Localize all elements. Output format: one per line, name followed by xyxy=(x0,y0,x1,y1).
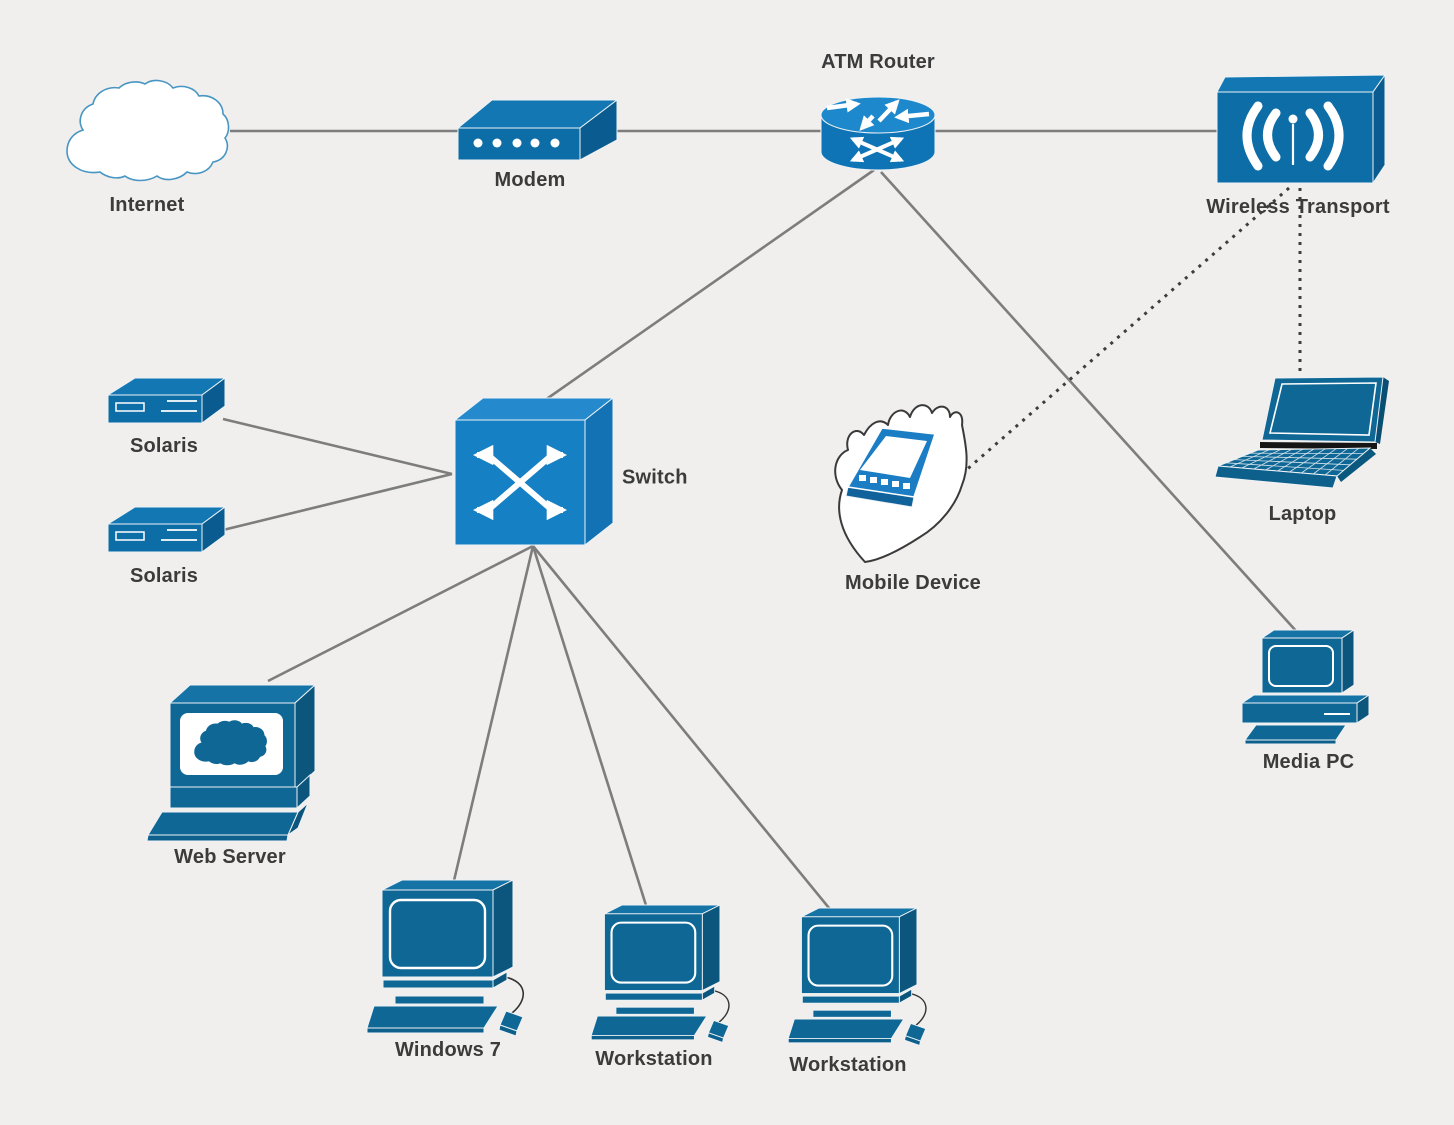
server-box-icon xyxy=(106,377,227,424)
node-wireless-transport[interactable]: Wireless Transport xyxy=(1206,62,1390,218)
desktop-computer-icon xyxy=(787,907,927,1047)
edge-switch-workstation1 xyxy=(531,545,652,919)
edge-switch-solaris1 xyxy=(222,417,453,476)
node-solaris-2[interactable]: Solaris xyxy=(103,501,233,587)
handheld-device-icon xyxy=(834,404,968,563)
modem-icon xyxy=(456,98,619,161)
node-label: Internet xyxy=(109,194,185,216)
router-icon xyxy=(820,96,936,171)
node-switch[interactable]: Switch xyxy=(450,393,687,553)
edge-wireless-mobile-dotted xyxy=(955,186,1290,481)
laptop-icon xyxy=(1214,376,1389,489)
edge-switch-webserver xyxy=(267,544,534,683)
node-label: Laptop xyxy=(1268,503,1337,525)
node-internet[interactable]: Internet xyxy=(62,79,232,216)
edge-router-mediapc xyxy=(880,171,1298,633)
node-label: Windows 7 xyxy=(394,1039,502,1061)
switch-icon xyxy=(453,396,615,547)
node-label: ATM Router xyxy=(821,51,935,73)
node-label: Workstation xyxy=(595,1048,713,1070)
edge-switch-workstation2 xyxy=(531,545,840,920)
node-media-pc[interactable]: Media PC xyxy=(1238,622,1383,773)
node-label: Switch xyxy=(622,466,688,489)
node-modem[interactable]: Modem xyxy=(455,83,625,191)
desktop-computer-icon xyxy=(366,879,524,1037)
node-label: Solaris xyxy=(129,565,199,587)
node-workstation-2[interactable]: Workstation xyxy=(782,907,932,1076)
node-label: Media PC xyxy=(1262,751,1355,773)
wireless-transport-icon xyxy=(1216,73,1386,185)
node-atm-router[interactable]: ATM Router xyxy=(813,51,943,178)
media-pc-icon xyxy=(1240,629,1371,745)
node-laptop[interactable]: Laptop xyxy=(1210,370,1395,525)
node-solaris-1[interactable]: Solaris xyxy=(103,372,233,457)
node-label: Modem xyxy=(494,169,566,191)
node-web-server[interactable]: Web Server xyxy=(140,675,320,868)
node-label: Solaris xyxy=(129,435,199,457)
node-mobile-device[interactable]: Mobile Device xyxy=(820,395,990,594)
node-label: Workstation xyxy=(789,1054,907,1076)
node-workstation-1[interactable]: Workstation xyxy=(585,904,735,1070)
cloud-icon xyxy=(66,79,230,182)
edge-router-switch xyxy=(537,168,875,407)
desktop-computer-icon xyxy=(590,904,730,1044)
node-windows-7[interactable]: Windows 7 xyxy=(360,879,530,1061)
edge-switch-windows7 xyxy=(450,545,535,890)
web-server-icon xyxy=(146,683,317,842)
server-box-icon xyxy=(106,506,227,553)
node-label: Wireless Transport xyxy=(1206,196,1390,218)
edge-switch-solaris2 xyxy=(222,472,453,532)
node-label: Web Server xyxy=(174,846,286,868)
node-label: Mobile Device xyxy=(845,572,981,594)
